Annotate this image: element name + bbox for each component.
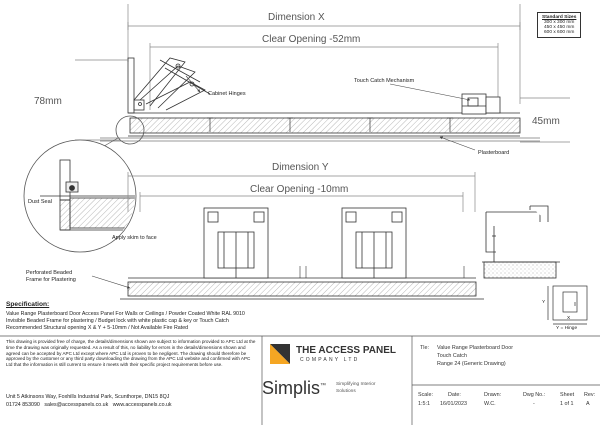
field-scale-value: 1:5:1 bbox=[418, 401, 430, 407]
clear-opening-x-label: Clear Opening -52mm bbox=[262, 34, 361, 45]
standard-sizes-box: Standard Sizes 300 x 300 mm 450 x 450 mm… bbox=[537, 12, 582, 38]
touch-catch-mechanism bbox=[461, 93, 501, 115]
logo-line-1: THE ACCESS PANEL bbox=[296, 345, 397, 356]
cabinet-hinge-assembly bbox=[127, 57, 211, 114]
company-address: Unit 5 Atkinsons Way, Foxhills Industria… bbox=[6, 394, 170, 400]
clear-opening-y-line bbox=[139, 192, 464, 212]
title-line: Value Range Plasterboard Door bbox=[437, 345, 514, 351]
company-contact-line: 01724 853090 sales@accesspanels.co.uk ww… bbox=[6, 402, 172, 408]
touch-catch-callout: Touch Catch Mechanism bbox=[354, 78, 415, 84]
title-label: Tle: bbox=[420, 345, 429, 351]
cabinet-hinges-callout: Cabinet Hinges bbox=[208, 91, 246, 97]
specification-heading: Specification: bbox=[6, 301, 50, 308]
field-rev-label: Rev: bbox=[584, 392, 596, 398]
dim-78-line bbox=[75, 59, 128, 141]
field-date-value: 16/01/2023 bbox=[440, 401, 467, 407]
clear-opening-y-label: Clear Opening -10mm bbox=[250, 184, 349, 195]
simplis-tagline-2: Solutions bbox=[336, 389, 356, 394]
field-dwgno-label: Dwg No.: bbox=[523, 392, 546, 398]
orientation-x-label: X bbox=[567, 316, 571, 321]
company-phone: 01724 853090 bbox=[6, 402, 40, 408]
title-line: Range 24 (Generic Drawing) bbox=[437, 361, 506, 367]
title-line: Touch Catch bbox=[437, 353, 467, 359]
spec-line: Recommended Structural opening X & Y + 5… bbox=[6, 325, 189, 331]
standard-size-item: 600 x 600 mm bbox=[543, 30, 575, 35]
company-email-link[interactable]: sales@accesspanels.co.uk bbox=[44, 402, 109, 408]
apply-skim-callout: Apply skim to face bbox=[112, 235, 157, 241]
field-scale-label: Scale: bbox=[418, 392, 433, 398]
dust-seal-callout: Dust Seal bbox=[28, 199, 52, 205]
simplis-brand: Simplis™ bbox=[262, 378, 326, 399]
clear-opening-x-line bbox=[149, 43, 499, 110]
title-block-frame bbox=[0, 335, 600, 425]
field-rev-value: A bbox=[586, 401, 590, 407]
upper-panel-section bbox=[100, 112, 540, 142]
dimension-y-label: Dimension Y bbox=[272, 162, 329, 173]
field-drawn-value: W.C. bbox=[484, 401, 496, 407]
dimension-x-line bbox=[127, 4, 521, 104]
perforated-callout-2: Frame for Plastering bbox=[26, 277, 76, 283]
lower-panel-section bbox=[120, 277, 484, 300]
logo-line-2: COMPANY LTD bbox=[300, 357, 360, 363]
spec-line: Value Range Plasterboard Door Access Pan… bbox=[6, 311, 245, 317]
hinge-bracket-right bbox=[341, 207, 407, 279]
height-45-label: 45mm bbox=[532, 116, 560, 127]
simplis-tm: ™ bbox=[320, 383, 327, 389]
field-date-label: Date: bbox=[448, 392, 461, 398]
orientation-y-label: Y bbox=[542, 300, 546, 305]
standard-sizes-title: Standard Sizes bbox=[542, 15, 577, 20]
standard-size-item: 300 x 300 mm bbox=[543, 20, 575, 25]
perforated-callout-1: Perforated Beaded bbox=[26, 270, 73, 276]
dimension-x-label: Dimension X bbox=[268, 12, 325, 23]
orientation-diagram bbox=[547, 285, 588, 325]
company-website-link[interactable]: www.accesspanels.co.uk bbox=[112, 402, 172, 408]
orientation-hinge-label: Y = Hinge bbox=[556, 326, 578, 331]
simplis-tagline-1: Simplifying Interior bbox=[336, 382, 376, 387]
spec-line: Invisible Beaded Frame for plastering / … bbox=[6, 318, 229, 324]
access-panel-logo-mark bbox=[270, 344, 290, 364]
simplis-brand-name: Simplis bbox=[262, 378, 321, 398]
field-drawn-label: Drawn: bbox=[484, 392, 502, 398]
field-sheet-value: 1 of 1 bbox=[560, 401, 574, 407]
detail-circle bbox=[23, 115, 145, 253]
disclaimer-text: This drawing is provided free of charge,… bbox=[6, 339, 256, 368]
plasterboard-callout: Plasterboard bbox=[478, 150, 510, 156]
dimension-y-line bbox=[127, 172, 476, 212]
field-dwgno-value: - bbox=[533, 401, 535, 407]
height-78-label: 78mm bbox=[34, 96, 62, 107]
stud-section bbox=[482, 205, 560, 279]
standard-size-item: 450 x 450 mm bbox=[543, 25, 575, 30]
dim-45-line bbox=[520, 97, 570, 143]
field-sheet-label: Sheet bbox=[560, 392, 575, 398]
hinge-bracket-left bbox=[203, 207, 269, 279]
support-posts bbox=[299, 266, 465, 278]
